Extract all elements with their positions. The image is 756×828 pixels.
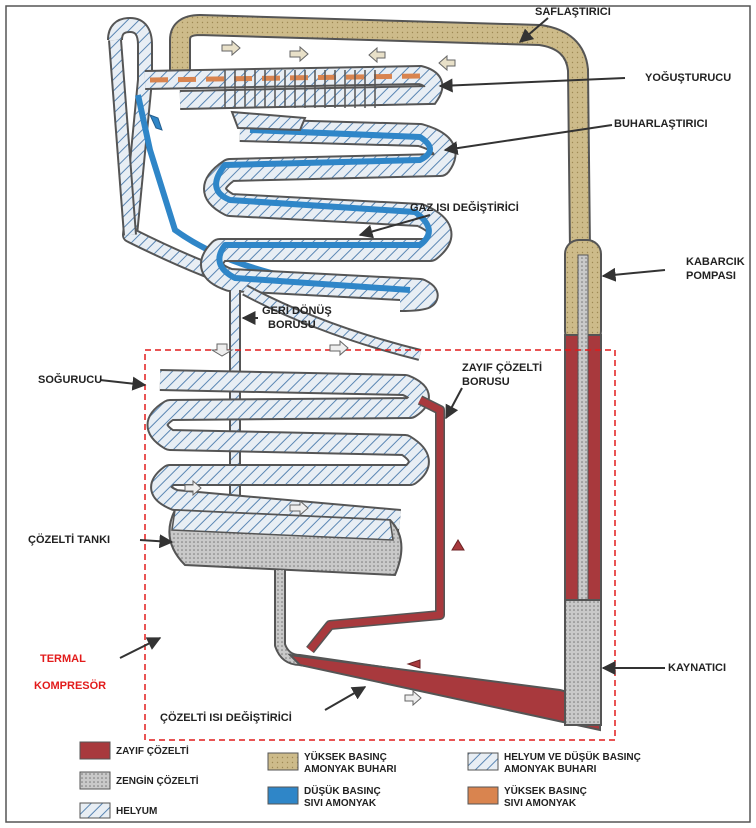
label-saflastirici: SAFLAŞTIRICI — [535, 6, 611, 19]
label-zayif-cozelti: ZAYIF ÇÖZELTİ — [462, 362, 542, 375]
label-kabarcik: KABARCIK — [686, 256, 745, 269]
legend-high-pressure-vapor-2: AMONYAK BUHARI — [304, 764, 396, 776]
label-geri-donus: GERİ DÖNÜŞ — [262, 305, 332, 318]
high-pressure-liquid-swatch — [468, 787, 498, 804]
label-termal: TERMAL — [40, 653, 86, 666]
legend-helium-vapor-1: HELYUM VE DÜŞÜK BASINÇ — [504, 752, 641, 764]
label-kompresor: KOMPRESÖR — [34, 680, 106, 693]
legend-low-pressure-liquid-2: SIVI AMONYAK — [304, 798, 376, 810]
label-cozelti-tanki: ÇÖZELTİ TANKI — [28, 534, 110, 547]
legend-helium-vapor-2: AMONYAK BUHARI — [504, 764, 596, 776]
low-pressure-liquid-swatch — [268, 787, 298, 804]
rich-solution-swatch — [80, 772, 110, 789]
label-kaynatici: KAYNATICI — [668, 662, 726, 675]
absorber-coil — [158, 380, 419, 520]
label-gaz-isi-degistirici: GAZ ISI DEĞİŞTİRİCİ — [410, 202, 519, 215]
label-buharlastirici: BUHARLAŞTIRICI — [614, 118, 708, 131]
legend-helium: HELYUM — [116, 806, 157, 818]
solution-tank — [169, 510, 401, 575]
high-pressure-vapor-swatch — [268, 753, 298, 770]
label-pompasi: POMPASI — [686, 270, 736, 283]
label-cozelti-isi-degistirici: ÇÖZELTİ ISI DEĞİŞTİRİCİ — [160, 712, 292, 725]
legend-high-pressure-vapor-1: YÜKSEK BASINÇ — [304, 752, 387, 764]
legend-weak-solution: ZAYIF ÇÖZELTİ — [116, 746, 189, 758]
label-geri-donus-borusu: BORUSU — [268, 319, 316, 332]
legend-high-pressure-liquid-2: SIVI AMONYAK — [504, 798, 576, 810]
label-sogurucu: SOĞURUCU — [38, 374, 102, 387]
condenser — [145, 70, 433, 108]
helium-swatch — [80, 803, 110, 818]
label-zayif-cozelti-borusu: BORUSU — [462, 376, 510, 389]
legend-high-pressure-liquid-1: YÜKSEK BASINÇ — [504, 786, 587, 798]
helium-low-pressure-vapor-swatch — [468, 753, 498, 770]
legend-rich-solution: ZENGİN ÇÖZELTİ — [116, 776, 199, 788]
weak-solution-swatch — [80, 742, 110, 759]
legend-low-pressure-liquid-1: DÜŞÜK BASINÇ — [304, 786, 381, 798]
label-yogusturucu: YOĞUŞTURUCU — [645, 72, 731, 85]
